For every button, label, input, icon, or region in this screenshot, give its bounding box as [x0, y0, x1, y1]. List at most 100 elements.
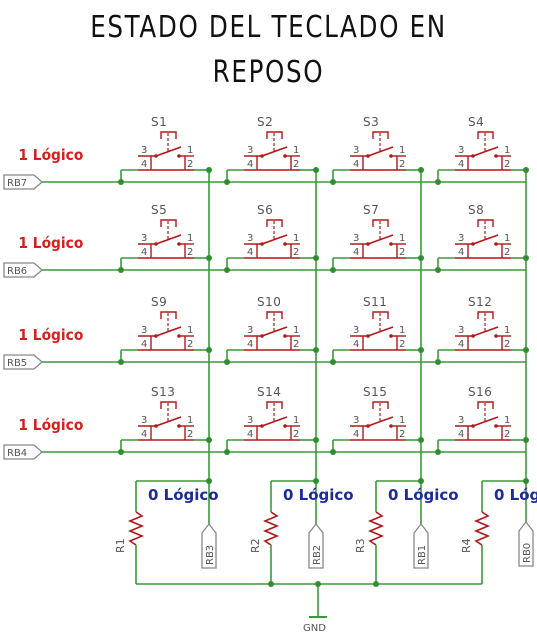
junction-dot [418, 255, 424, 261]
switch-contact [260, 334, 264, 338]
port-tag-label: RB3 [205, 545, 216, 565]
switch-contact [471, 334, 475, 338]
junction-dot [118, 449, 124, 455]
switch-contact [283, 154, 287, 158]
switch-pin-number: 2 [399, 247, 405, 258]
switch-label: S13 [151, 385, 175, 399]
port-tag-outline [3, 444, 43, 460]
switch-label: S4 [468, 115, 484, 129]
switch-contact [177, 242, 181, 246]
switch-pin-number: 2 [187, 247, 193, 258]
switch-pin-number: 1 [187, 325, 193, 336]
switch-pin-number: 3 [247, 415, 253, 426]
switch-pin-number: 1 [399, 415, 405, 426]
switch-pin-number: 1 [399, 325, 405, 336]
junction-dot [315, 581, 321, 587]
port-tag-label: RB0 [522, 543, 533, 563]
junction-dot [118, 179, 124, 185]
switch-pin-number: 3 [141, 233, 147, 244]
switch-blade [472, 234, 499, 245]
switch-pin-number: 4 [141, 429, 147, 440]
junction-dot [268, 581, 274, 587]
resistor-label: R4 [460, 538, 473, 553]
junction-dot [523, 347, 529, 353]
junction-dot [118, 359, 124, 365]
switch-pin-number: 3 [458, 145, 464, 156]
junction-dot [313, 437, 319, 443]
switch-pin-number: 2 [293, 429, 299, 440]
switch-pin-number: 4 [247, 429, 253, 440]
port-tag-outline [518, 520, 534, 567]
switch-contact [366, 242, 370, 246]
switch-pin-number: 2 [187, 339, 193, 350]
port-rb5: RB5 [3, 354, 43, 370]
switch-contact [177, 334, 181, 338]
row-state-label: 1 Lógico [18, 148, 83, 165]
port-tag-label: RB1 [417, 545, 428, 565]
switch-contact [154, 154, 158, 158]
switch-blade [261, 326, 288, 337]
junction-dot [523, 167, 529, 173]
switch-pin-number: 3 [247, 145, 253, 156]
column-state-label: 0 Lógico [283, 486, 354, 504]
switch-blade [367, 416, 394, 427]
junction-dot [206, 167, 212, 173]
switch-pin-number: 3 [141, 145, 147, 156]
switch-blade [367, 234, 394, 245]
switch-contact [177, 424, 181, 428]
switch-pin-number: 2 [399, 159, 405, 170]
switch-pin-number: 1 [293, 145, 299, 156]
port-tag-outline [308, 522, 324, 569]
switch-blade [261, 416, 288, 427]
switch-pin-number: 2 [504, 247, 510, 258]
switch-contact [471, 424, 475, 428]
junction-dot [418, 437, 424, 443]
row-state-label: 1 Lógico [18, 236, 83, 253]
switch-pin-number: 4 [141, 159, 147, 170]
junction-dot [330, 179, 336, 185]
switch-contact [260, 154, 264, 158]
switch-contact [494, 242, 498, 246]
junction-dot [523, 437, 529, 443]
switch-pin-number: 4 [247, 159, 253, 170]
switch-pin-number: 3 [353, 145, 359, 156]
switch-label: S16 [468, 385, 492, 399]
switch-blade [155, 234, 182, 245]
switch-actuator-bracket [266, 219, 283, 227]
switch-pin-number: 2 [504, 339, 510, 350]
junction-dot [435, 449, 441, 455]
switch-contact [260, 242, 264, 246]
switch-blade [155, 326, 182, 337]
junction-dot [118, 267, 124, 273]
switch-contact [494, 154, 498, 158]
switch-pin-number: 3 [458, 325, 464, 336]
junction-dot [418, 167, 424, 173]
switch-blade [472, 146, 499, 157]
switch-pin-number: 2 [504, 429, 510, 440]
switch-blade [261, 234, 288, 245]
switch-pin-number: 1 [504, 325, 510, 336]
switch-contact [494, 424, 498, 428]
switch-actuator-bracket [372, 219, 389, 227]
switch-contact [389, 154, 393, 158]
switch-pin-number: 4 [458, 247, 464, 258]
switch-contact [177, 154, 181, 158]
column-state-label: 0 Lógico [388, 486, 459, 504]
port-rb3: RB3 [201, 522, 217, 569]
port-tag-outline [3, 174, 43, 190]
switch-pin-number: 1 [504, 145, 510, 156]
switch-pin-number: 2 [293, 247, 299, 258]
switch-pin-number: 1 [399, 145, 405, 156]
junction-dot [206, 255, 212, 261]
switch-pin-number: 3 [458, 233, 464, 244]
switch-pin-number: 4 [353, 339, 359, 350]
